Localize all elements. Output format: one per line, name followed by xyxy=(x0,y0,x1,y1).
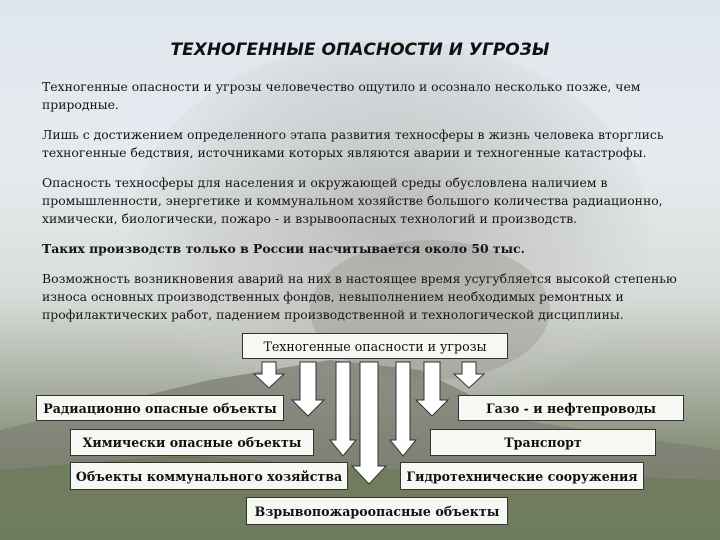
diagram-box-hydro: Гидротехнические сооружения xyxy=(400,462,644,490)
page-title: ТЕХНОГЕННЫЕ ОПАСНОСТИ И УГРОЗЫ xyxy=(170,40,550,60)
arrow-to-explosion xyxy=(350,361,388,485)
paragraph-1-rest: человечество ощутило и осознало нескольк… xyxy=(42,79,641,112)
paragraph-3: Опасность техносферы для населения и окр… xyxy=(42,175,663,226)
paragraph-4: Таких производств только в России насчит… xyxy=(42,241,525,256)
arrow-to-municipal xyxy=(328,361,358,457)
paragraph-1-lead: Техногенные опасности и угрозы xyxy=(42,79,262,94)
arrow-to-hydro xyxy=(388,361,418,457)
paragraph-1: Техногенные опасности и угрозы человечес… xyxy=(42,78,692,114)
diagram-box-radiation: Радиационно опасные объекты xyxy=(36,395,284,421)
diagram-box-explosion: Взрывопожароопасные объекты xyxy=(246,497,508,525)
arrow-to-transport xyxy=(414,361,450,417)
diagram-box-chemical: Химически опасные объекты xyxy=(70,429,314,456)
diagram-root-box: Техногенные опасности и угрозы xyxy=(242,333,508,359)
paragraph-5: Возможность возникновения аварий на них … xyxy=(42,271,677,322)
diagram-box-transport: Транспорт xyxy=(430,429,656,456)
diagram-box-municipal: Объекты коммунального хозяйства xyxy=(70,462,348,490)
paragraph-2: Лишь с достижением определенного этапа р… xyxy=(42,127,664,160)
diagram-box-pipelines: Газо - и нефтепроводы xyxy=(458,395,684,421)
arrow-to-chemical xyxy=(290,361,326,417)
arrow-to-radiation xyxy=(252,361,286,389)
arrow-to-pipelines xyxy=(452,361,486,389)
